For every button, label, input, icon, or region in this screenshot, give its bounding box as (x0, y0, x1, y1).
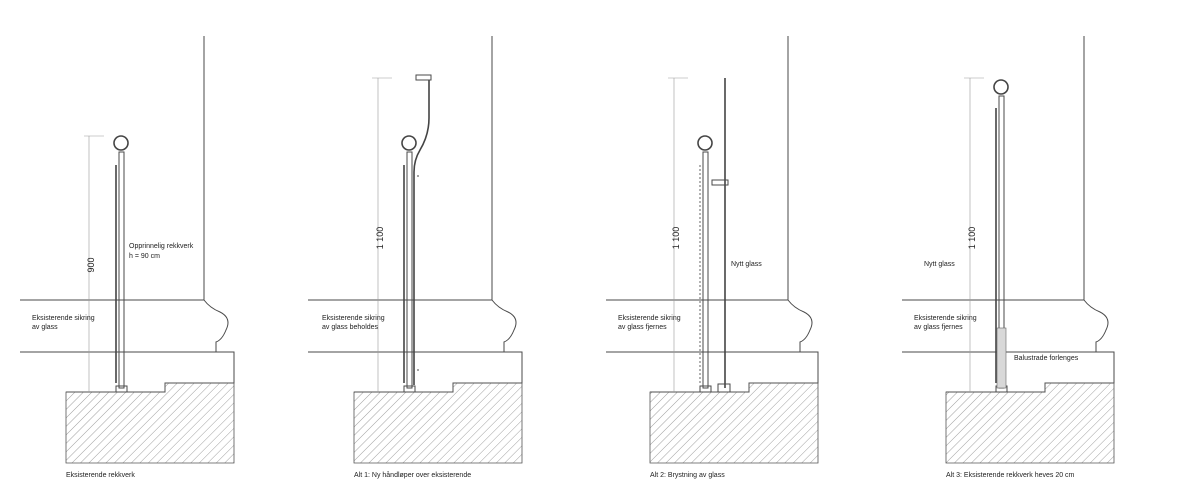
handrail (993, 79, 1009, 95)
railing-post (118, 151, 125, 389)
label-existing-glass-2: av glass (32, 324, 58, 331)
wall-outline (354, 36, 523, 393)
wall-outline (650, 36, 819, 393)
wall-outline (66, 36, 235, 393)
dimension-text: 1 100 (375, 227, 385, 250)
label-balustrade-extended: Balustrade forlenges (1014, 355, 1079, 362)
ground-hatch (65, 382, 235, 464)
dimension-text: 900 (86, 257, 96, 272)
ground-hatch (649, 382, 819, 464)
ground-hatch (353, 382, 523, 464)
caption-alt2: Alt 2: Brystning av glass (650, 472, 725, 479)
panel-existing: 900 Opprinnelig rekkverk h = 90 cm Eksis… (20, 36, 235, 479)
new-handrail-post (413, 80, 430, 385)
railing-post (406, 151, 413, 389)
balustrade-extension (996, 327, 1007, 389)
label-existing-glass-removed: av glass fjernes (618, 324, 667, 331)
handrail (113, 135, 129, 151)
handrail (401, 135, 417, 151)
label-new-glass: Nytt glass (924, 261, 955, 268)
label-existing-glass-kept: av glass beholdes (322, 324, 379, 331)
panel-alt2: 1 100 Nytt glass Eksisterende sikring av… (606, 36, 819, 479)
handrail (697, 135, 713, 151)
label-existing-glass-removed: av glass fjernes (914, 324, 963, 331)
new-handrail (415, 74, 432, 81)
panel-alt3: 1 100 Nytt glass Eksisterende sikring av… (902, 36, 1115, 479)
label-existing-glass: Eksisterende sikring (618, 315, 681, 322)
dimension-text: 1 100 (671, 227, 681, 250)
caption-alt3: Alt 3: Eksisterende rekkverk heves 20 cm (946, 472, 1075, 479)
ground-hatch (945, 382, 1115, 464)
caption-alt1: Alt 1: Ny håndløper over eksisterende (354, 471, 471, 479)
label-existing-glass: Eksisterende sikring (322, 315, 385, 322)
panel-alt1: 1 100 Eksisterende sikring av glass beho… (308, 36, 523, 479)
caption-existing: Eksisterende rekkverk (66, 472, 135, 479)
label-new-glass: Nytt glass (731, 261, 762, 268)
railing-post (702, 151, 709, 389)
label-height: h = 90 cm (129, 253, 160, 260)
dimension-text: 1 100 (967, 227, 977, 250)
wall-outline (946, 36, 1115, 393)
label-original-railing: Opprinnelig rekkverk (129, 243, 194, 250)
label-existing-glass: Eksisterende sikring (32, 315, 95, 322)
label-existing-glass: Eksisterende sikring (914, 315, 977, 322)
